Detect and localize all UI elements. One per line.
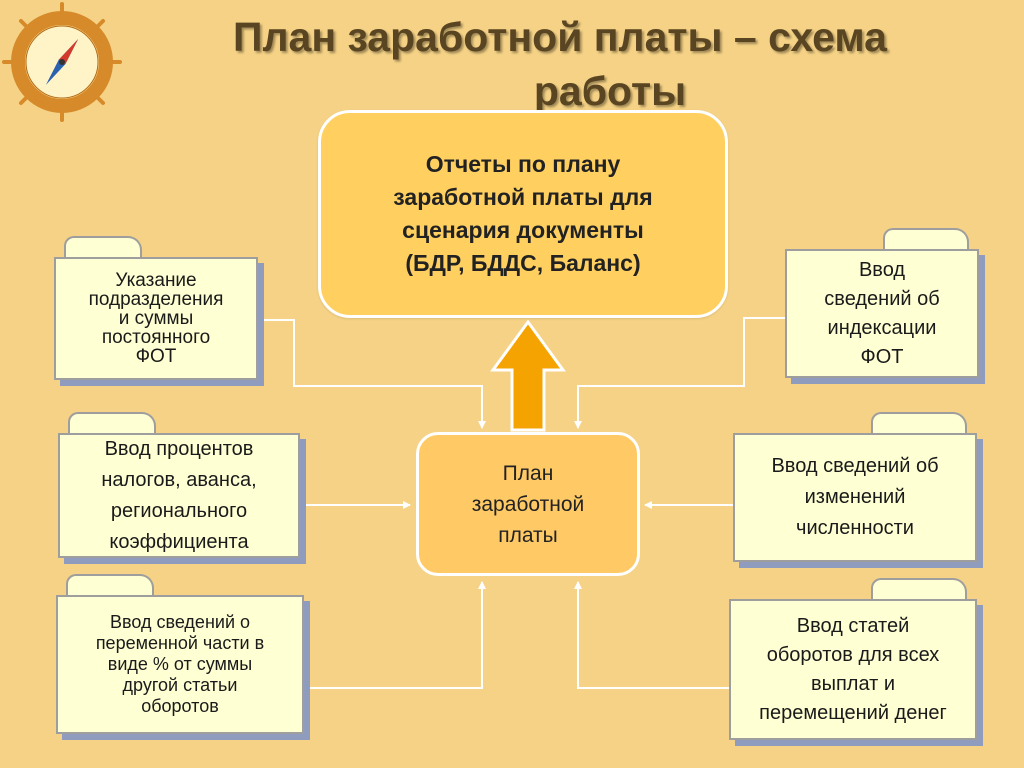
title-line-1: План заработной платы – схема: [233, 14, 887, 60]
folder-line: перемещений денег: [759, 701, 947, 724]
folder-fixed-payroll: Указание подразделения и суммы постоянно…: [54, 236, 258, 380]
folder-line: налогов, аванса,: [101, 468, 257, 491]
plan-line-3: платы: [498, 523, 558, 547]
folder-line: численности: [796, 517, 914, 539]
folder-body: Ввод статей оборотов для всех выплат и п…: [729, 599, 977, 740]
folder-tab: [871, 578, 967, 602]
folder-line: сведений об: [824, 287, 940, 310]
folder-line: переменной части в: [95, 633, 265, 653]
plan-line-1: План: [502, 461, 554, 485]
folder-tab: [68, 412, 156, 436]
connector-left-bottom: [310, 581, 486, 689]
folder-tab: [64, 236, 142, 260]
folder-tab: [883, 228, 969, 252]
reports-box: Отчеты по плану заработной платы для сце…: [318, 110, 728, 318]
folder-headcount: Ввод сведений об изменений численности: [733, 412, 977, 562]
title-line-2: работы: [533, 68, 687, 114]
folder-line: постоянного: [101, 327, 211, 348]
folder-body: Ввод процентов налогов, аванса, регионал…: [58, 433, 300, 558]
salary-plan-box: План заработной платы: [416, 432, 640, 576]
folder-line: регионального: [110, 499, 248, 522]
folder-body: Ввод сведений об изменений численности: [733, 433, 977, 562]
plan-line-2: заработной: [471, 492, 585, 516]
folder-body: Указание подразделения и суммы постоянно…: [54, 257, 258, 380]
reports-line-3: сценария документы: [402, 217, 644, 243]
folder-line: оборотов для всех: [766, 643, 940, 666]
connector-right-top: [574, 317, 785, 429]
folder-line: Ввод сведений об: [771, 455, 939, 477]
folder-line: Ввод процентов: [104, 437, 254, 460]
folder-line: Ввод сведений о: [109, 612, 251, 632]
folder-line: виде % от суммы: [107, 654, 253, 674]
folder-tab: [66, 574, 154, 598]
folder-indexation: Ввод сведений об индексации ФОТ: [785, 228, 979, 378]
folder-line: ФОТ: [135, 346, 177, 367]
folder-line: Указание: [115, 270, 197, 291]
folder-body: Ввод сведений об индексации ФОТ: [785, 249, 979, 378]
folder-line: индексации: [827, 316, 937, 339]
folder-turnover-items: Ввод статей оборотов для всех выплат и п…: [729, 578, 977, 740]
folder-body: Ввод сведений о переменной части в виде …: [56, 595, 304, 734]
folder-line: коэффициента: [109, 530, 249, 553]
folder-line: Ввод статей: [796, 614, 910, 637]
folder-line: другой статьи: [122, 675, 238, 695]
folder-line: и суммы: [118, 308, 194, 329]
folder-variable-part: Ввод сведений о переменной части в виде …: [56, 574, 304, 734]
folder-line: Ввод: [858, 258, 906, 281]
folder-line: оборотов: [141, 696, 219, 716]
reports-line-4: (БДР, БДДС, Баланс): [405, 250, 641, 276]
connector-right-bottom: [574, 581, 730, 689]
folder-line: подразделения: [88, 289, 224, 310]
folder-tax-rates: Ввод процентов налогов, аванса, регионал…: [58, 412, 300, 558]
reports-line-2: заработной платы для: [393, 184, 653, 210]
connector-left-top: [258, 319, 486, 429]
company-logo: [2, 2, 122, 122]
folder-tab: [871, 412, 967, 436]
reports-line-1: Отчеты по плану: [425, 151, 621, 177]
page-title: План заработной платы – схема работы: [160, 10, 960, 118]
folder-line: изменений: [804, 486, 906, 508]
folder-line: выплат и: [810, 672, 896, 695]
folder-line: ФОТ: [860, 345, 904, 368]
up-arrow: [490, 319, 566, 432]
